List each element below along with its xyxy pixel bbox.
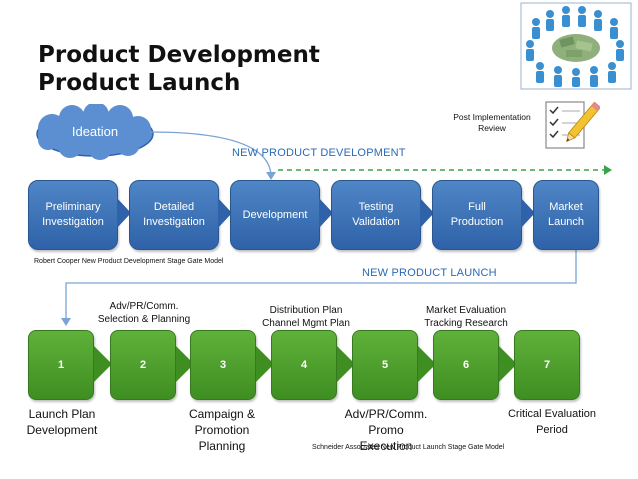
caption-adv-selection: Adv/PR/Comm. Selection & Planning (92, 300, 196, 326)
caption-critical-evaluation-line-1: Critical Evaluation (500, 406, 604, 422)
stage-2-line-2: Investigation (143, 215, 205, 230)
schneider-source-note: Schneider Associates New Product Launch … (312, 444, 504, 451)
caption-distribution-line-1: Distribution Plan (254, 304, 358, 317)
launch-step-4: 4 (271, 330, 337, 400)
stage-5-line-2: Production (451, 215, 504, 230)
caption-adv-execution-line-2: Promo (336, 422, 436, 438)
stage-6-line-1: Market (548, 200, 584, 215)
caption-distribution-line-2: Channel Mgmt Plan (254, 317, 358, 330)
launch-step-3: 3 (190, 330, 256, 400)
caption-campaign-line-2: Promotion (176, 422, 268, 438)
stage-3-line-1: Development (243, 208, 308, 223)
caption-distribution-plan: Distribution Plan Channel Mgmt Plan (254, 304, 358, 330)
caption-adv-selection-line-2: Selection & Planning (92, 313, 196, 326)
cooper-source-note: Robert Cooper New Product Development St… (34, 258, 224, 265)
caption-campaign: Campaign & Promotion Planning (176, 406, 268, 454)
caption-adv-execution-line-1: Adv/PR/Comm. (336, 406, 436, 422)
stage-6-line-2: Launch (548, 215, 584, 230)
launch-step-5: 5 (352, 330, 418, 400)
caption-market-evaluation: Market Evaluation Tracking Research (414, 304, 518, 330)
stage-4-line-1: Testing (352, 200, 400, 215)
caption-campaign-line-3: Planning (176, 438, 268, 454)
launch-step-1: 1 (28, 330, 94, 400)
launch-step-6: 6 (433, 330, 499, 400)
launch-step-2: 2 (110, 330, 176, 400)
stage-5-line-1: Full (451, 200, 504, 215)
caption-market-evaluation-line-1: Market Evaluation (414, 304, 518, 317)
stage-2-line-1: Detailed (143, 200, 205, 215)
stage-development: Development (230, 180, 320, 250)
npl-heading: NEW PRODUCT LAUNCH (362, 267, 497, 279)
caption-market-evaluation-line-2: Tracking Research (414, 317, 518, 330)
caption-campaign-line-1: Campaign & (176, 406, 268, 422)
stage-1-line-1: Preliminary (42, 200, 104, 215)
stage-1-line-2: Investigation (42, 215, 104, 230)
caption-launch-plan-line-1: Launch Plan (14, 406, 110, 422)
caption-adv-selection-line-1: Adv/PR/Comm. (92, 300, 196, 313)
caption-launch-plan-line-2: Development (14, 422, 110, 438)
launch-step-7: 7 (514, 330, 580, 400)
caption-critical-evaluation-line-2: Period (500, 422, 604, 438)
stage-4-line-2: Validation (352, 215, 400, 230)
caption-launch-plan: Launch Plan Development (14, 406, 110, 438)
caption-critical-evaluation: Critical Evaluation Period (500, 406, 604, 438)
npd-heading: NEW PRODUCT DEVELOPMENT (232, 147, 406, 159)
